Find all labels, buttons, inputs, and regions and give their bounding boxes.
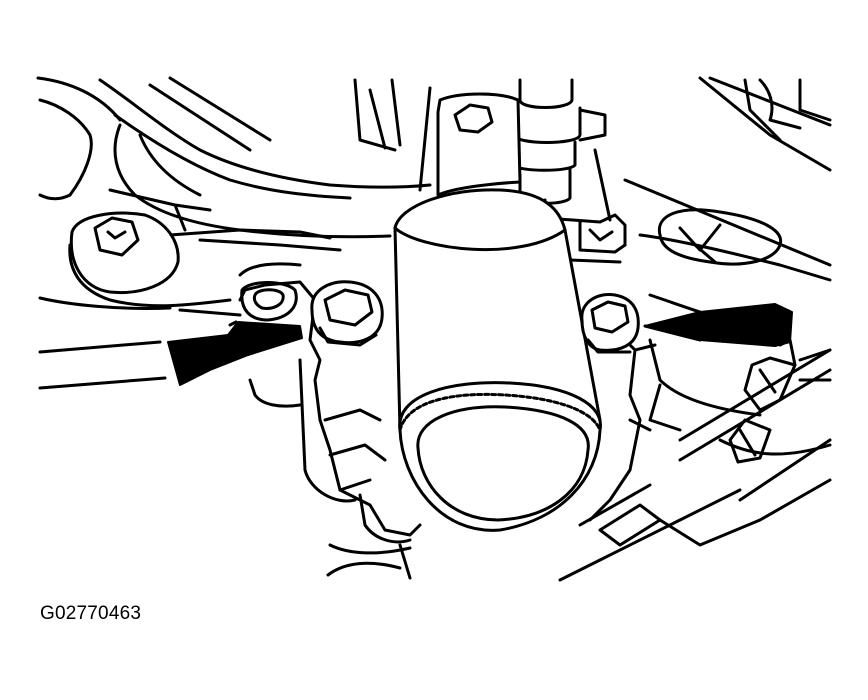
figure-id-label: G02770463	[40, 603, 142, 624]
arrow-right	[643, 303, 793, 347]
engine-block-outline	[36, 76, 832, 582]
coolant-outlet-neck	[393, 188, 602, 532]
hex-plug-top	[436, 92, 522, 197]
bolt-right	[580, 292, 640, 354]
arrow-left	[167, 320, 303, 386]
bolt-left	[310, 280, 384, 347]
bolt-upper-left	[69, 211, 180, 295]
